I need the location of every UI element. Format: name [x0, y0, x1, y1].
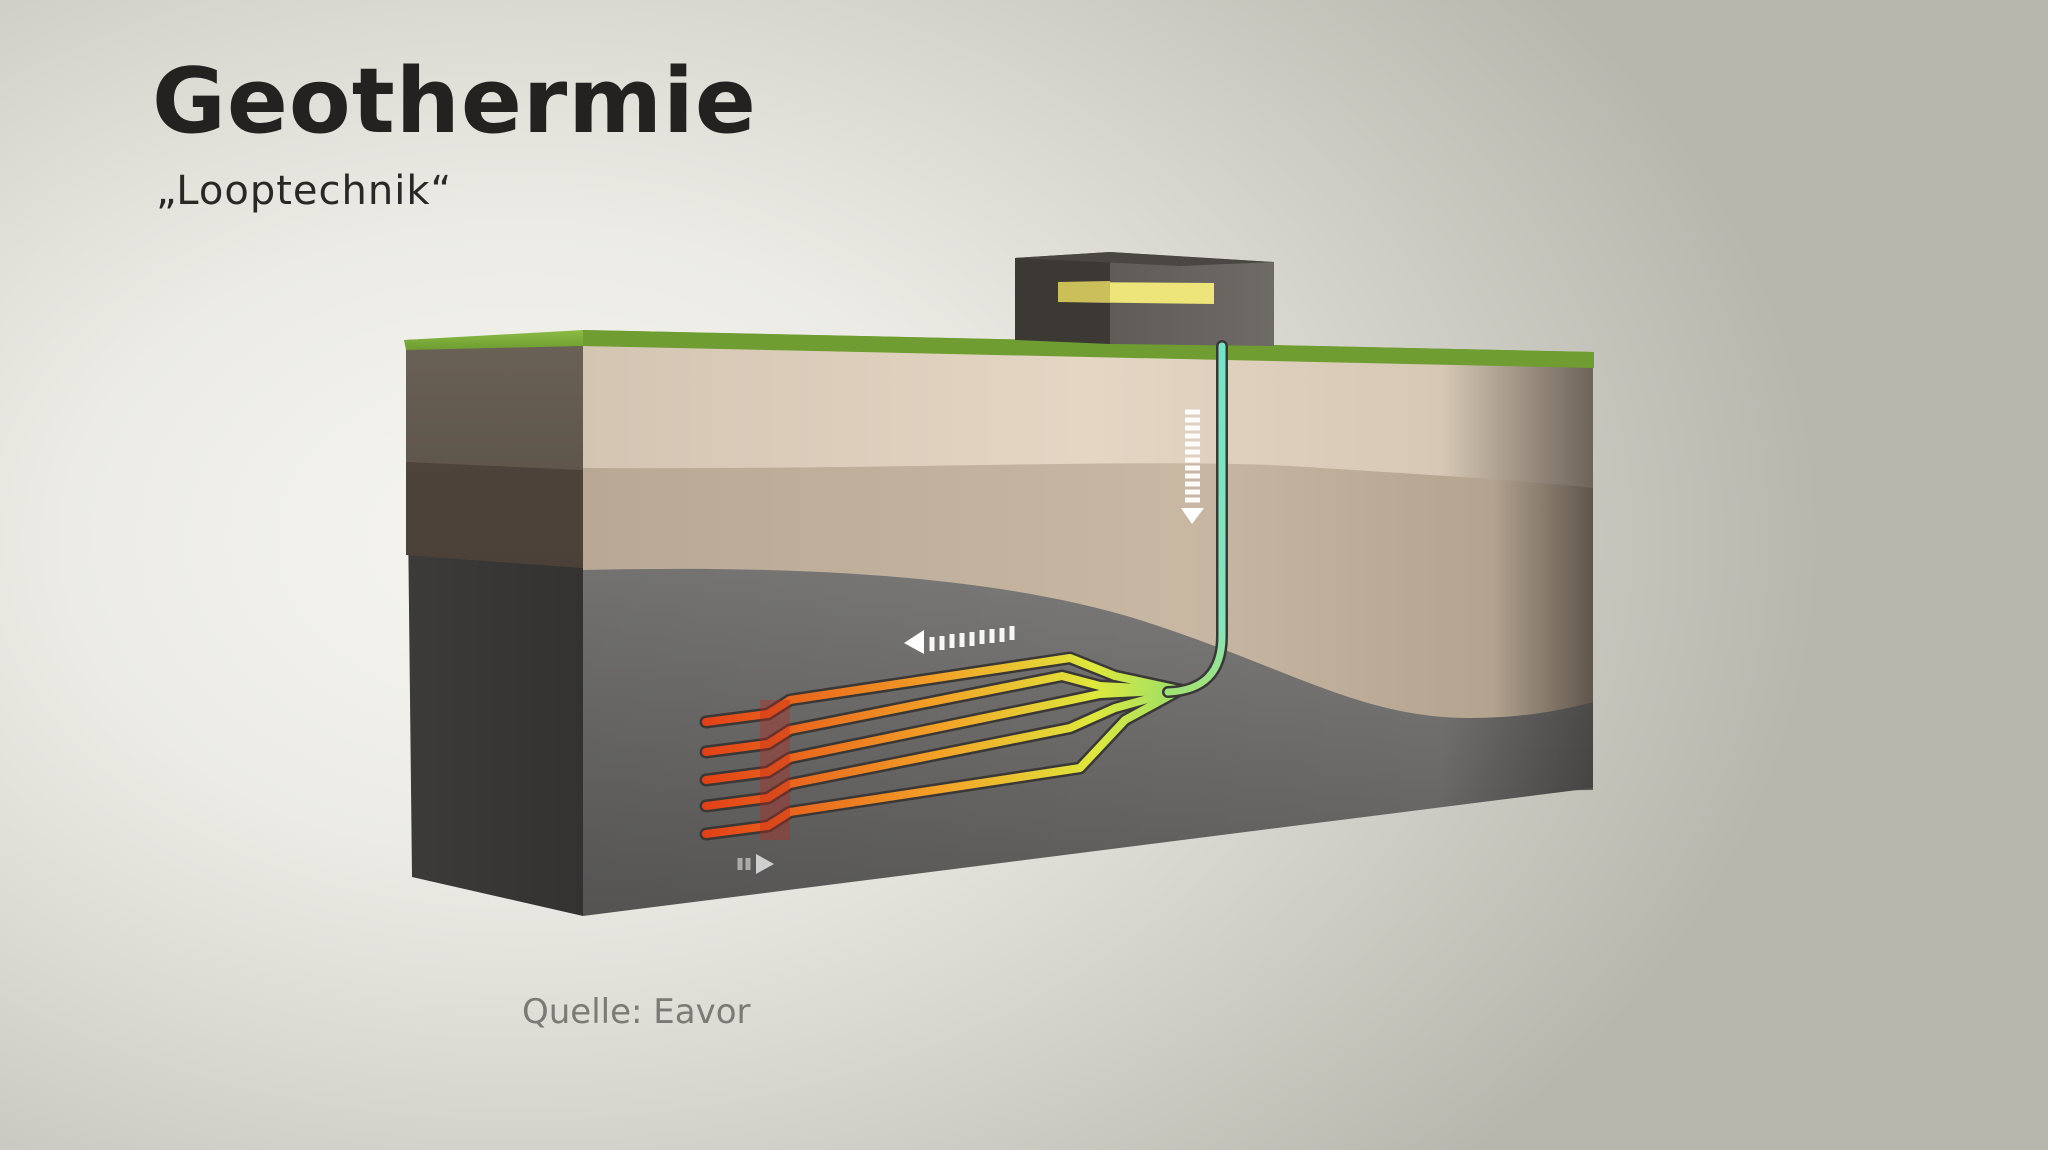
heat-loop-laterals — [699, 651, 1187, 841]
lateral-pipe — [702, 654, 1184, 726]
block-front-face — [583, 346, 1593, 916]
flow-arrow-left-icon — [904, 626, 1015, 654]
source-credit: Quelle: Eavor — [522, 992, 751, 1032]
diagram-title: Geothermie — [152, 49, 757, 154]
lateral-pipe — [702, 672, 1184, 756]
lateral-pipe — [702, 686, 1184, 784]
grass-surface — [404, 330, 1594, 368]
lateral-pipe — [702, 686, 1184, 810]
block-side-face — [406, 332, 583, 916]
flow-arrow-right-icon — [737, 854, 774, 874]
surface-plant — [1015, 252, 1274, 346]
diagram-subtitle: „Looptechnik“ — [156, 168, 453, 214]
lateral-pipe — [702, 686, 1184, 838]
flow-arrow-down-icon — [1181, 409, 1204, 524]
vertical-well — [1164, 342, 1226, 696]
heat-loop-well — [1162, 340, 1228, 698]
